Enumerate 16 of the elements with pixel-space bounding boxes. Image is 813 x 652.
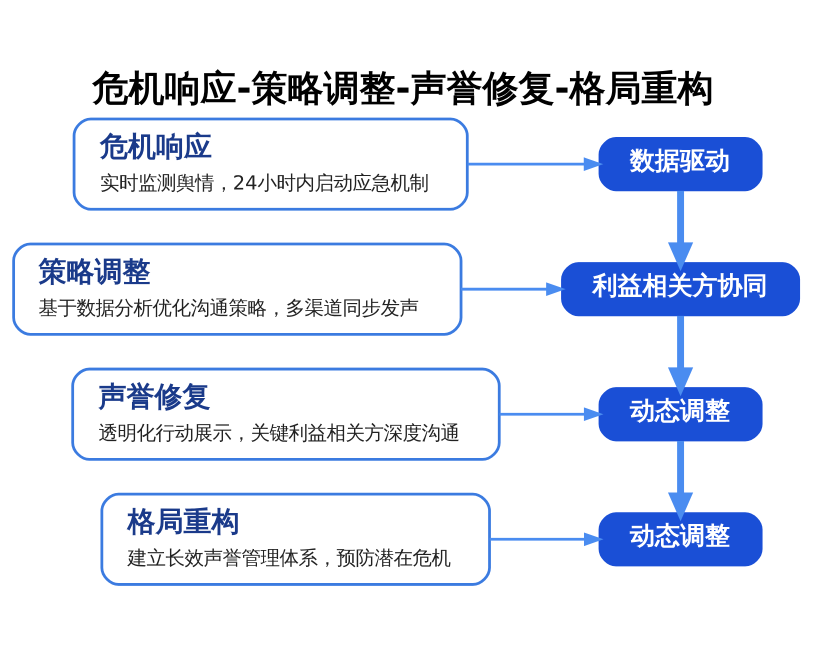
diagram-title: 危机响应-策略调整-声誉修复-格局重构 [92, 66, 714, 110]
node-box: 策略调整 基于数据分析优化沟通策略，多渠道同步发声 [12, 242, 462, 336]
arrow [461, 282, 566, 296]
arrow [668, 190, 694, 272]
node-box: 声誉修复 透明化行动展示，关键利益相关方深度沟通 [71, 368, 501, 461]
node-box: 利益相关方协同 [561, 262, 800, 316]
arrow [668, 316, 694, 396]
node-box: 动态调整 [598, 387, 763, 442]
node-box: 动态调整 [598, 512, 763, 566]
arrow [490, 532, 604, 546]
node-box: 格局重构 建立长效声誉管理体系，预防潜在危机 [100, 492, 491, 586]
node-box: 数据驱动 [598, 137, 763, 192]
arrow [468, 157, 604, 171]
arrow [668, 440, 694, 522]
node-box: 危机响应 实时监测舆情，24小时内启动应急机制 [72, 118, 469, 211]
arrow [499, 407, 604, 422]
